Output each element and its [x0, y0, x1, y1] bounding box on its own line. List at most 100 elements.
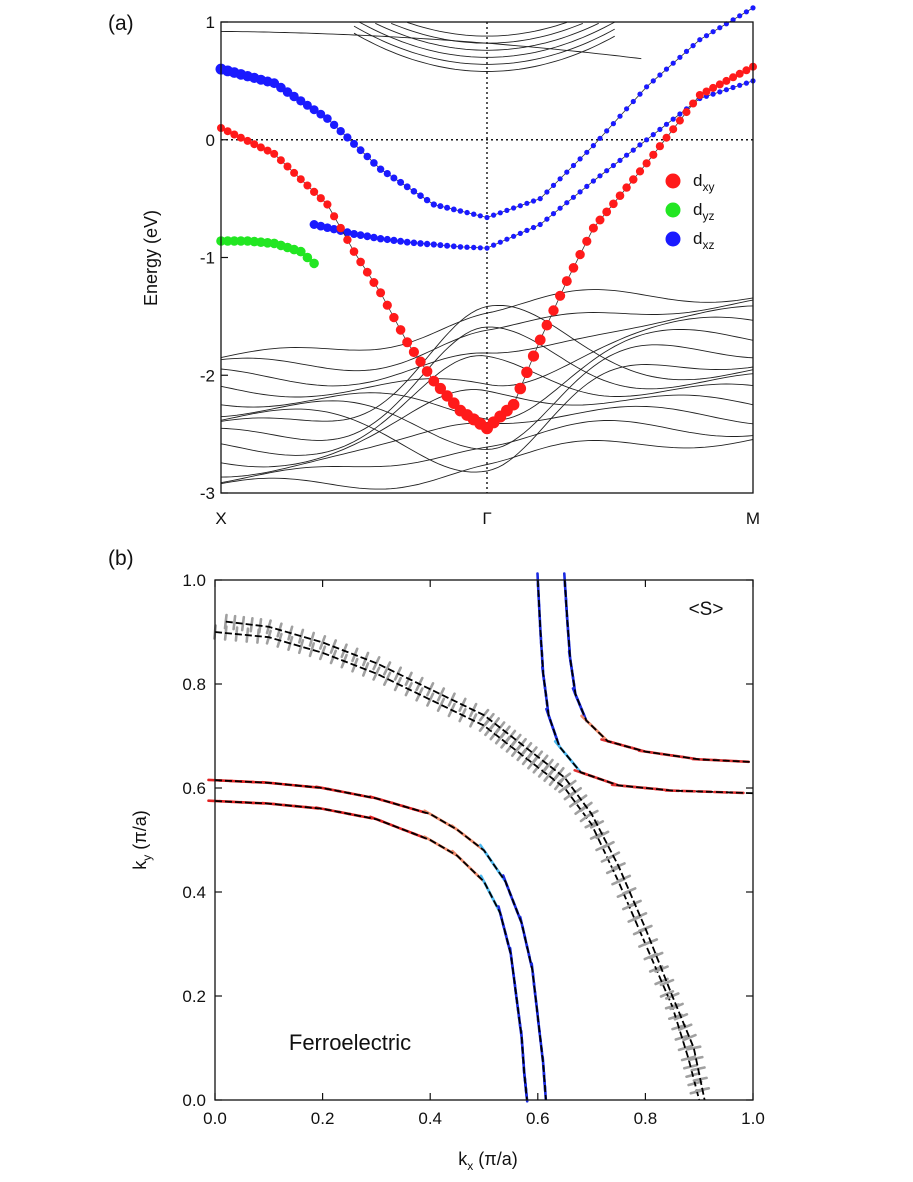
energy-axis-label: Energy (eV)	[141, 210, 161, 306]
orbital-point	[323, 200, 332, 209]
orbital-point	[662, 133, 671, 142]
orbital-point	[389, 312, 399, 323]
background-band-line	[220, 30, 642, 60]
spin-arrow	[688, 1055, 704, 1061]
orbital-point	[497, 239, 503, 245]
legend-subscript: xz	[702, 238, 714, 252]
orbital-point	[303, 181, 312, 190]
orbital-point	[296, 96, 306, 106]
spin-arrow	[510, 733, 522, 747]
orbital-point	[477, 213, 483, 219]
orbital-point	[329, 120, 339, 130]
fermi-contours	[207, 572, 754, 1103]
orbital-point	[575, 249, 585, 260]
orbital-point	[444, 242, 451, 249]
orbital-point	[548, 305, 559, 316]
orbital-point	[729, 73, 738, 82]
orbital-point	[610, 162, 617, 169]
orbital-point	[541, 319, 553, 331]
orbital-point	[742, 66, 751, 75]
orbital-point	[390, 236, 398, 244]
orbital-point	[510, 205, 517, 211]
orbital-point	[624, 152, 630, 158]
orbital-point	[263, 146, 272, 155]
energy-tick-label: -3	[200, 484, 215, 503]
orbital-point	[471, 244, 477, 251]
orbital-point	[730, 17, 736, 23]
orbital-point	[695, 91, 704, 99]
orbital-point	[590, 178, 597, 184]
orbital-point	[577, 156, 583, 162]
orbital-point	[437, 242, 444, 249]
orbital-point	[655, 142, 665, 151]
orbital-point	[537, 221, 543, 228]
orbital-point	[624, 106, 630, 112]
background-band-line	[407, 21, 567, 37]
orbital-point	[642, 159, 651, 168]
orbital-point	[484, 214, 490, 221]
spin-arrow	[686, 1045, 702, 1051]
orbital-point	[609, 199, 618, 209]
orbital-point	[550, 211, 557, 217]
orbital-point	[737, 13, 743, 19]
orbital-point	[544, 189, 550, 195]
orbital-point	[336, 127, 345, 136]
panel-a-label: (a)	[108, 12, 134, 35]
kx-tick-label: 0.6	[526, 1109, 550, 1128]
orbital-point	[530, 198, 537, 204]
orbital-point	[236, 236, 246, 246]
orbital-point	[434, 382, 446, 395]
spin-arrow	[308, 631, 316, 647]
spin-arrow	[372, 666, 381, 681]
orbital-point	[517, 203, 523, 209]
background-band-line	[220, 304, 754, 422]
orbital-point	[527, 350, 540, 362]
orbital-point	[316, 194, 325, 203]
orbital-point	[382, 300, 392, 310]
spin-arrow	[589, 831, 605, 840]
orbital-point	[296, 175, 305, 184]
orbital-point	[243, 136, 252, 145]
spin-arrow	[426, 692, 435, 707]
orbital-point	[663, 121, 670, 127]
orbital-point	[670, 60, 676, 66]
spin-arrow	[543, 758, 554, 772]
legend-marker	[665, 231, 681, 247]
orbital-point	[570, 162, 577, 169]
orbital-point	[644, 137, 650, 143]
orbital-point	[441, 390, 453, 402]
orbital-point	[615, 191, 625, 200]
orbital-point	[343, 133, 352, 142]
legend-marker	[665, 202, 681, 218]
k-point-label: Γ	[482, 509, 491, 528]
orbital-point	[329, 225, 339, 234]
orbital-point	[683, 48, 690, 55]
orbital-point	[657, 126, 663, 132]
orbital-point	[323, 223, 332, 232]
orbital-point	[428, 375, 440, 387]
orbital-point	[604, 168, 610, 174]
fermi-contour-line	[225, 620, 706, 1101]
legend-subscript: xy	[702, 180, 714, 194]
orbital-point	[410, 239, 418, 247]
fermi-contour-line	[536, 579, 754, 795]
orbital-point	[457, 208, 464, 214]
orbital-point	[637, 91, 643, 97]
orbital-point	[517, 230, 523, 236]
orbital-point	[383, 235, 391, 244]
spin-arrow	[558, 772, 572, 783]
orbital-point	[276, 156, 285, 165]
orbital-point	[376, 288, 386, 298]
spin-arrow	[682, 1033, 697, 1042]
series-line	[314, 80, 754, 249]
orbital-point	[464, 209, 470, 216]
orbital-point	[675, 116, 684, 125]
spin-arrow	[240, 615, 246, 632]
orbital-point	[223, 127, 232, 136]
orbital-point	[564, 169, 570, 175]
spin-arrow	[308, 642, 316, 658]
spin-arrow	[595, 830, 610, 840]
